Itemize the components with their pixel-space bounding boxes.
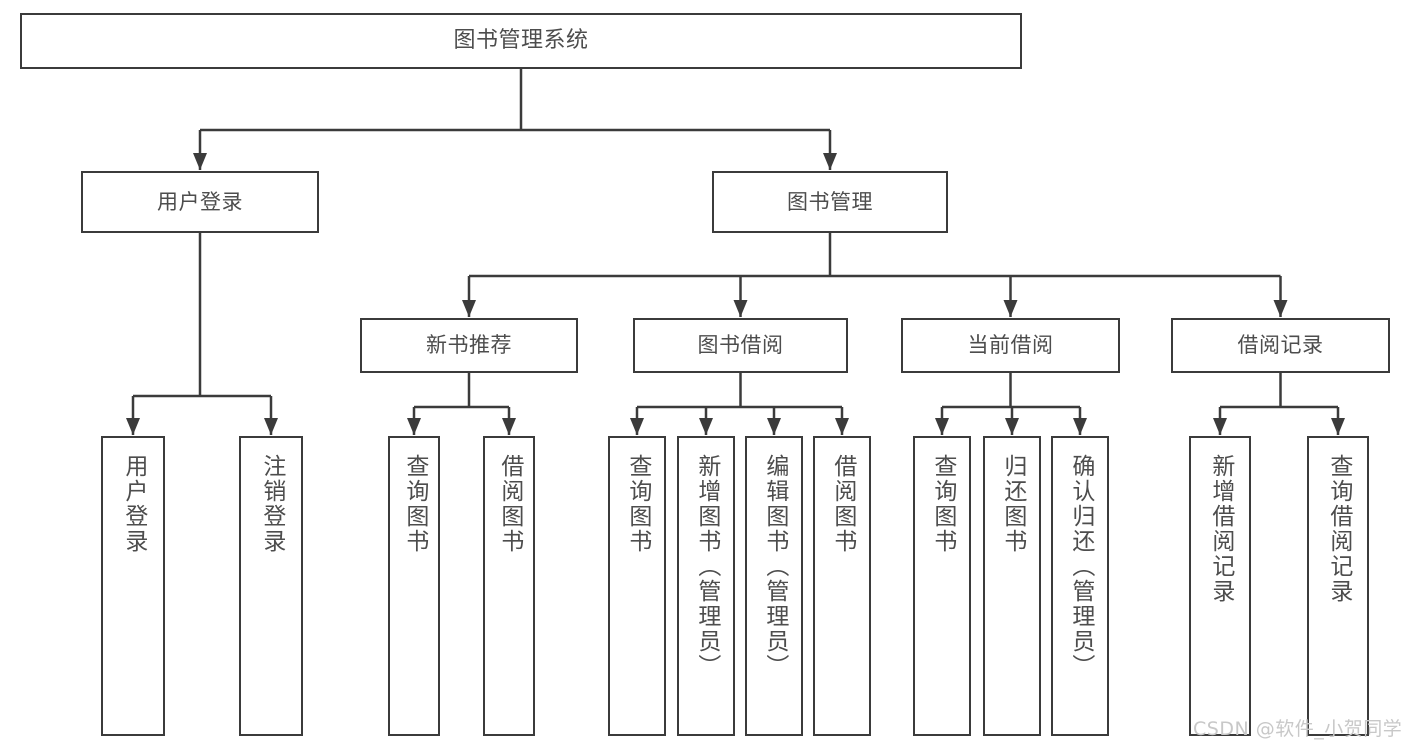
node-record: 借阅记录: [1171, 318, 1390, 373]
node-leaf-bw-add: 新增图书（管理员）: [677, 436, 735, 736]
node-login: 用户登录: [81, 171, 319, 233]
node-leaf-rec-query: 查询借阅记录: [1307, 436, 1369, 736]
node-label: 借阅记录: [1237, 333, 1324, 358]
node-label: 查询图书: [929, 454, 956, 554]
node-leaf-nb-query: 查询图书: [388, 436, 440, 736]
node-leaf-cur-confirm: 确认归还（管理员）: [1051, 436, 1109, 736]
node-label: 当前借阅: [967, 333, 1054, 358]
node-leaf-bw-edit: 编辑图书（管理员）: [745, 436, 803, 736]
node-label: 用户登录: [120, 454, 147, 554]
node-leaf-user-logout: 注销登录: [239, 436, 303, 736]
node-root: 图书管理系统: [20, 13, 1022, 69]
node-current: 当前借阅: [901, 318, 1120, 373]
node-label: 归还图书: [999, 454, 1026, 554]
node-leaf-bw-borrow: 借阅图书: [813, 436, 871, 736]
node-label: 查询图书: [624, 454, 651, 554]
node-leaf-cur-return: 归还图书: [983, 436, 1041, 736]
node-label: 用户登录: [157, 189, 243, 214]
node-label: 借阅图书: [496, 454, 523, 554]
node-leaf-cur-query: 查询图书: [913, 436, 971, 736]
node-label: 图书管理系统: [453, 28, 589, 54]
node-label: 编辑图书（管理员）: [761, 454, 788, 679]
node-label: 注销登录: [258, 454, 285, 554]
node-bookmgmt: 图书管理: [712, 171, 948, 233]
node-borrow: 图书借阅: [633, 318, 848, 373]
node-label: 新书推荐: [426, 333, 512, 358]
node-label: 查询图书: [401, 454, 428, 554]
node-leaf-user-login: 用户登录: [101, 436, 165, 736]
node-label: 查询借阅记录: [1325, 454, 1352, 604]
watermark-label: CSDN @软件_小贺同学: [1193, 718, 1403, 740]
node-label: 确认归还（管理员）: [1067, 454, 1094, 679]
node-label: 图书借阅: [697, 333, 784, 358]
node-label: 新增图书（管理员）: [693, 454, 720, 679]
node-label: 借阅图书: [829, 454, 856, 554]
node-label: 图书管理: [787, 189, 873, 214]
node-leaf-bw-query: 查询图书: [608, 436, 666, 736]
node-leaf-nb-borrow: 借阅图书: [483, 436, 535, 736]
node-leaf-rec-add: 新增借阅记录: [1189, 436, 1251, 736]
node-newbook: 新书推荐: [360, 318, 578, 373]
node-label: 新增借阅记录: [1207, 454, 1234, 604]
